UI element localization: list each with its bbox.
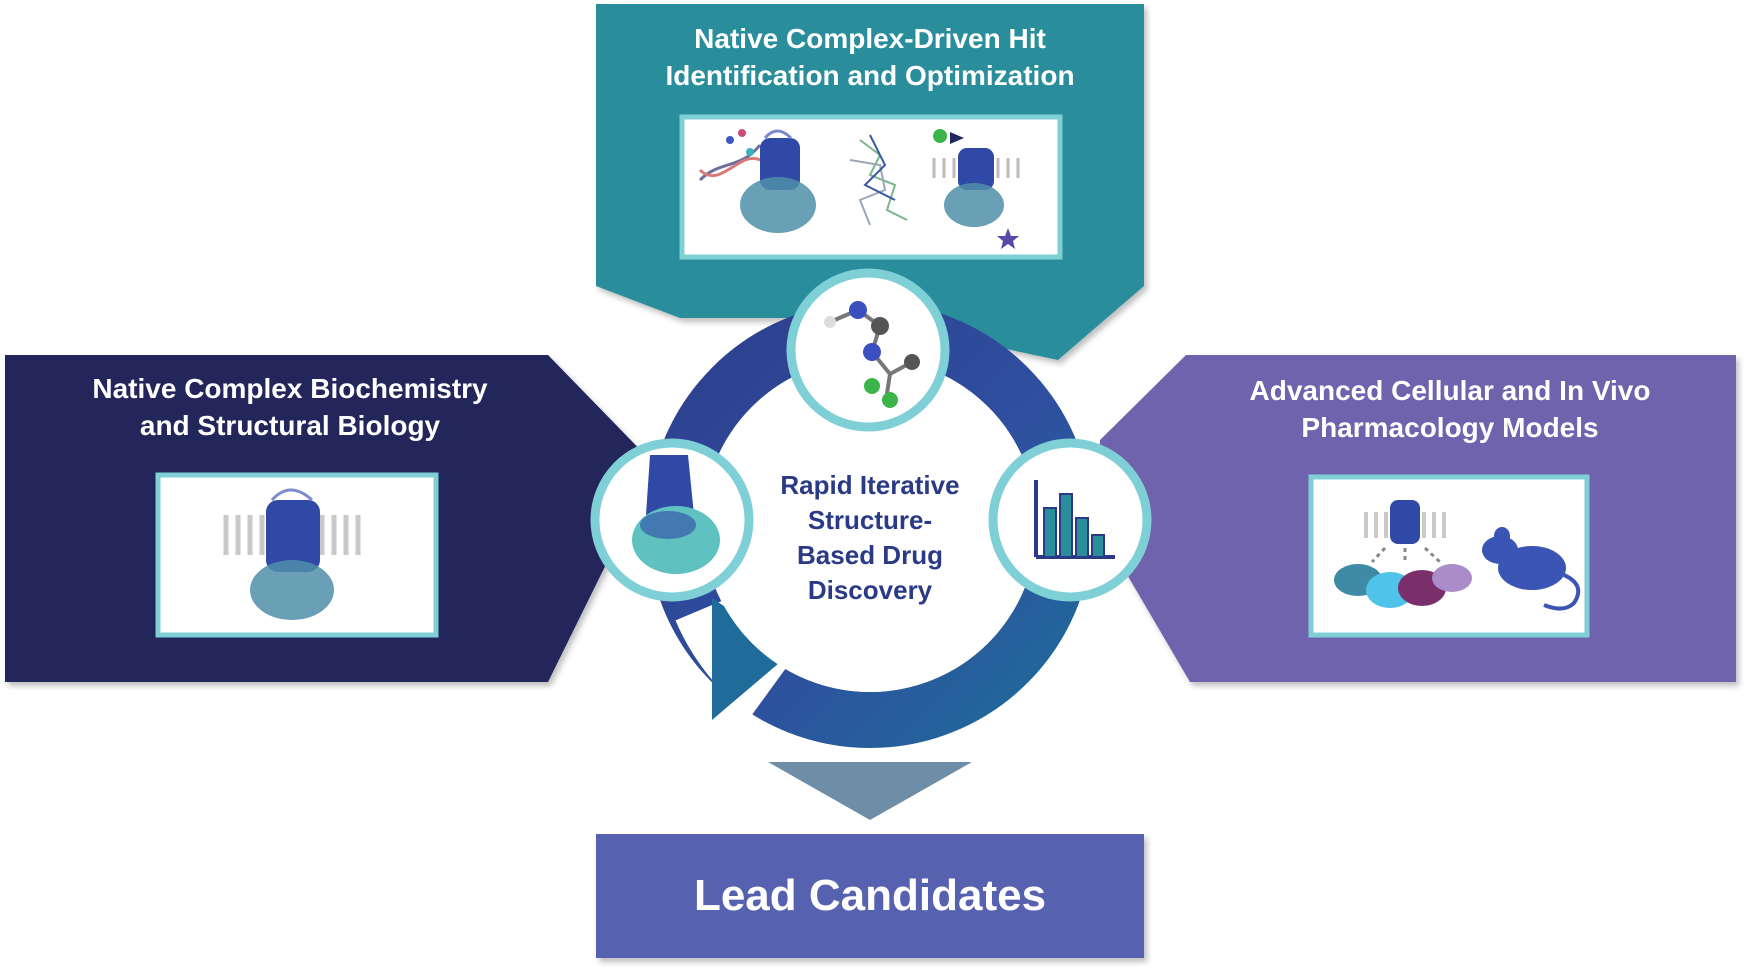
center-label: Rapid Iterative Structure- Based Drug Di… <box>740 468 1000 608</box>
cycle-arrowhead <box>712 598 792 720</box>
star-icon <box>997 228 1019 249</box>
top-panel-title-line1: Native Complex-Driven Hit <box>694 23 1046 54</box>
bar-chart-icon <box>1034 480 1115 559</box>
lead-candidates-box <box>596 834 1144 958</box>
top-panel-title-line2: Identification and Optimization <box>665 60 1075 91</box>
left-panel-title-line1: Native Complex Biochemistry <box>92 373 488 404</box>
down-chevron-arrow <box>768 762 972 820</box>
ligand-binding-pocket-icon <box>849 134 908 226</box>
cell-signaling-complex-icon <box>1334 500 1472 608</box>
right-panel-title-line1: Advanced Cellular and In Vivo <box>1249 375 1651 406</box>
center-label-line3: Based Drug <box>797 540 943 570</box>
cycle-node-top <box>786 268 950 432</box>
gpcr-membrane-complex-icon <box>223 488 361 620</box>
top-panel-title: Native Complex-Driven Hit Identification… <box>596 20 1144 94</box>
lead-candidates-label: Lead Candidates <box>693 871 1047 920</box>
center-label-line2: Structure- <box>807 505 933 535</box>
protein-structure-icon <box>632 455 720 574</box>
center-label-line4: Discovery <box>807 575 933 605</box>
gpcr-membrane-complex-icon <box>740 129 816 233</box>
dna-strands-icon <box>698 129 762 182</box>
right-panel-title: Advanced Cellular and In Vivo Pharmacolo… <box>1180 372 1720 446</box>
gpcr-ligand-screening-icon <box>932 129 1020 249</box>
center-label-line1: Rapid Iterative <box>780 470 960 500</box>
left-panel-title-line2: and Structural Biology <box>139 410 441 441</box>
left-panel-title: Native Complex Biochemistry and Structur… <box>20 370 560 444</box>
cycle-node-right <box>988 438 1152 602</box>
right-panel-title-line2: Pharmacology Models <box>1301 412 1599 443</box>
center-disc <box>703 358 1037 692</box>
cycle-node-left <box>590 438 754 602</box>
mouse-icon <box>1482 527 1581 611</box>
